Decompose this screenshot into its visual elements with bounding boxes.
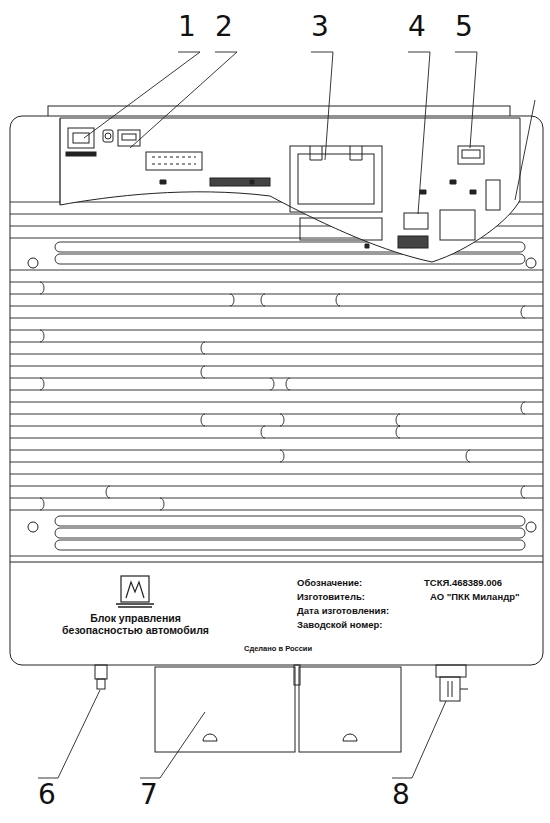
callout-number: 7 — [140, 780, 158, 811]
plate-field: Дата изготовления: — [297, 606, 389, 616]
callout-number: 1 — [178, 12, 196, 43]
plate-value: АО "ПКК Миландр" — [430, 592, 519, 602]
origin-note: Сделано в России — [244, 645, 312, 653]
product-name: Блок управления безопасностью автомобиля — [53, 613, 218, 636]
callout-number: 2 — [215, 12, 233, 43]
callout-number: 5 — [455, 12, 473, 43]
plate-field: Обозначение: — [297, 578, 362, 588]
plate-field: Изготовитель: — [297, 592, 365, 602]
callout-number: 6 — [38, 780, 56, 811]
plate-field: Заводской номер: — [297, 620, 382, 630]
callout-number: 3 — [311, 12, 329, 43]
callout-number: 8 — [392, 780, 410, 811]
callout-number: 4 — [408, 12, 426, 43]
plate-value: ТСКЯ.468389.006 — [424, 578, 502, 588]
